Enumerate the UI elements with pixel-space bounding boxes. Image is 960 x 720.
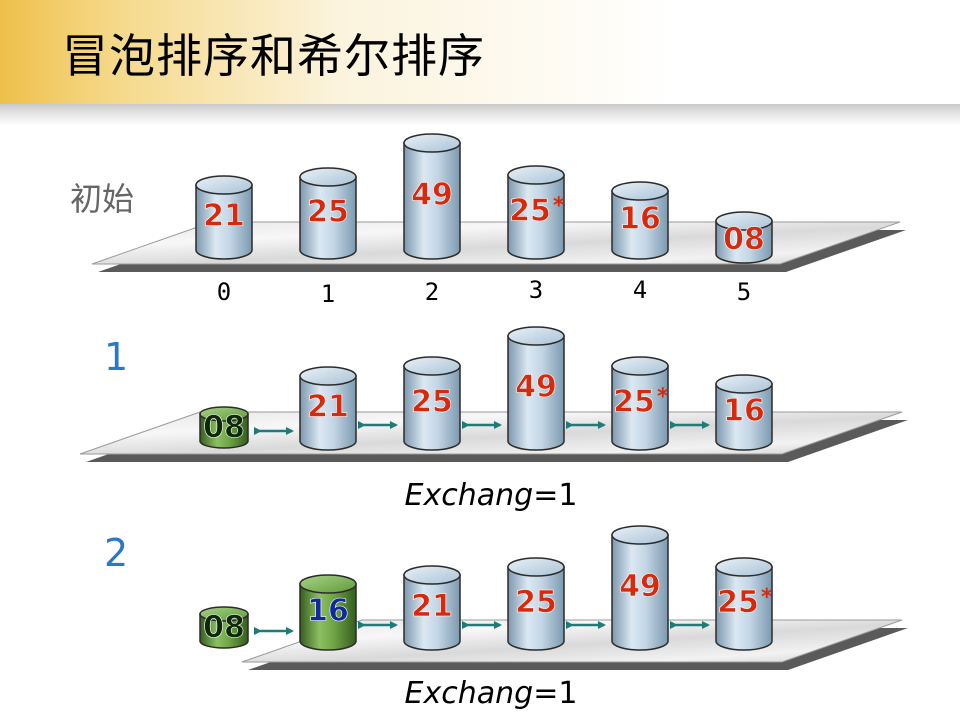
cylinder-top bbox=[199, 606, 249, 622]
cylinder: 25 bbox=[403, 356, 461, 451]
cylinder: 08 bbox=[199, 606, 249, 649]
cylinder-top bbox=[403, 565, 461, 585]
star-mark: * bbox=[553, 194, 565, 219]
cylinder-value: 21 bbox=[307, 390, 349, 425]
cylinder: 25* bbox=[611, 356, 669, 451]
cylinder-top bbox=[611, 356, 669, 376]
cylinder-top bbox=[299, 167, 357, 187]
exchange-caption: Exchang=1 bbox=[405, 478, 578, 513]
cylinder-body bbox=[403, 574, 461, 651]
cylinder-body bbox=[299, 176, 357, 260]
cylinder-value: 08 bbox=[203, 610, 245, 645]
cylinder-body bbox=[199, 613, 249, 649]
cylinder-top bbox=[611, 525, 669, 545]
cylinder: 25* bbox=[507, 165, 565, 260]
cylinder-body bbox=[299, 375, 357, 451]
cylinder-body bbox=[611, 190, 669, 260]
row-label: 2 bbox=[104, 531, 128, 575]
cylinder: 16 bbox=[611, 181, 669, 260]
cylinder-value: 21 bbox=[411, 589, 453, 624]
index-label: 4 bbox=[633, 276, 647, 304]
exchange-value: =1 bbox=[533, 676, 577, 711]
title-banner bbox=[0, 0, 960, 104]
cylinder: 25 bbox=[299, 167, 357, 260]
cylinder: 08 bbox=[715, 211, 773, 264]
cylinder-body bbox=[611, 365, 669, 451]
exchange-caption: Exchang=1 bbox=[405, 676, 578, 711]
cylinder-value: 25 bbox=[613, 385, 655, 420]
index-label: 0 bbox=[217, 278, 231, 306]
cylinder-value: 49 bbox=[515, 370, 557, 405]
cylinder-value: 25 bbox=[515, 585, 557, 620]
cylinder-value: 25 bbox=[411, 385, 453, 420]
cylinder-top bbox=[403, 356, 461, 376]
cylinder-value: 16 bbox=[619, 202, 661, 237]
cylinder-body bbox=[611, 534, 669, 651]
cylinder-value: 08 bbox=[723, 222, 765, 257]
row-label: 1 bbox=[104, 335, 128, 379]
cylinder-top bbox=[507, 326, 565, 346]
cylinder-value: 49 bbox=[619, 569, 661, 604]
exchange-value: =1 bbox=[533, 478, 577, 513]
cylinder-body bbox=[299, 583, 357, 651]
cylinder: 25 bbox=[507, 557, 565, 651]
cylinder-top bbox=[403, 133, 461, 153]
cylinder-top bbox=[299, 366, 357, 386]
exchange-word: Exchang bbox=[405, 676, 534, 711]
cylinder-value: 16 bbox=[307, 594, 349, 629]
cylinder: 21 bbox=[403, 565, 461, 651]
cylinder-value: 21 bbox=[203, 199, 245, 234]
cylinder-value: 25 bbox=[307, 195, 349, 230]
row-label: 初始 bbox=[70, 180, 134, 218]
cylinder-body bbox=[507, 174, 565, 260]
index-label: 5 bbox=[737, 278, 751, 306]
platform bbox=[91, 221, 901, 265]
index-label: 3 bbox=[529, 276, 543, 304]
cylinder-top bbox=[507, 165, 565, 185]
cylinder-value: 08 bbox=[203, 410, 245, 445]
cylinder-top bbox=[715, 374, 773, 394]
title-shadow bbox=[0, 104, 960, 126]
cylinder-top bbox=[299, 574, 357, 594]
cylinder-body bbox=[715, 566, 773, 651]
cylinder: 21 bbox=[195, 175, 253, 260]
cylinder-body bbox=[715, 383, 773, 451]
cylinder: 25* bbox=[715, 557, 773, 651]
cylinder-top bbox=[507, 557, 565, 577]
cylinder: 49 bbox=[611, 525, 669, 651]
cylinder: 49 bbox=[507, 326, 565, 451]
cylinder: 21 bbox=[299, 366, 357, 451]
cylinder-body bbox=[507, 566, 565, 651]
cylinder-body bbox=[715, 220, 773, 264]
cylinder-value: 25 bbox=[509, 194, 551, 229]
page-title: 冒泡排序和希尔排序 bbox=[62, 29, 485, 83]
cylinder-body bbox=[403, 142, 461, 260]
cylinder: 49 bbox=[403, 133, 461, 260]
cylinder-top bbox=[715, 211, 773, 231]
cylinder-body bbox=[403, 365, 461, 451]
cylinder-body bbox=[199, 413, 249, 449]
index-label: 1 bbox=[321, 280, 335, 308]
index-label: 2 bbox=[425, 278, 439, 306]
cylinder-top bbox=[611, 181, 669, 201]
cylinder: 16 bbox=[715, 374, 773, 451]
cylinder-value: 16 bbox=[723, 394, 765, 429]
cylinder-body bbox=[507, 335, 565, 451]
star-mark: * bbox=[657, 385, 669, 410]
cylinder-value: 49 bbox=[411, 178, 453, 213]
exchange-word: Exchang bbox=[405, 478, 534, 513]
cylinder-body bbox=[195, 184, 253, 260]
cylinder-top bbox=[195, 175, 253, 195]
cylinder-top bbox=[715, 557, 773, 577]
cylinder: 16 bbox=[299, 574, 357, 651]
cylinder-value: 25 bbox=[717, 585, 759, 620]
cylinder: 08 bbox=[199, 406, 249, 449]
star-mark: * bbox=[761, 585, 773, 610]
cylinder-top bbox=[199, 406, 249, 422]
